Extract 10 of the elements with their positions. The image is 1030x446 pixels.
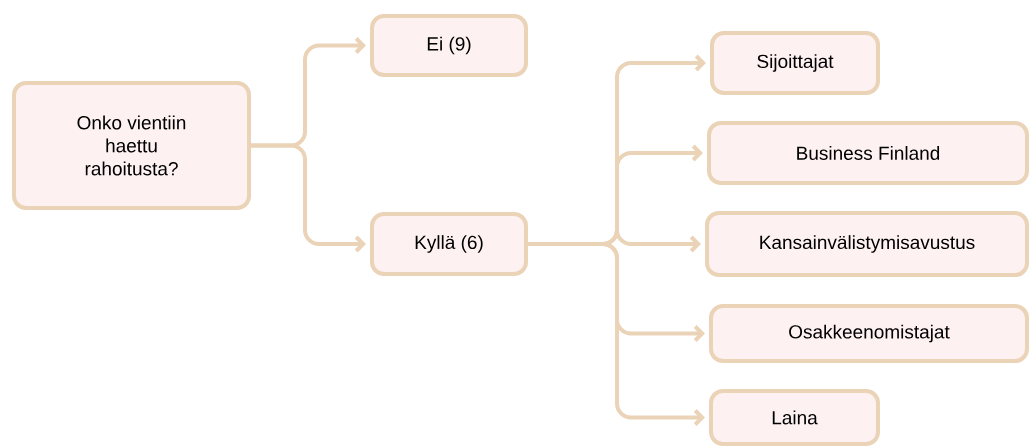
process-box: Business Finland	[707, 121, 1029, 185]
process-box: Kyllä (6)	[370, 212, 528, 276]
process-box: Onko vientiin haettu rahoitusta?	[12, 81, 251, 210]
arrow	[528, 242, 705, 426]
process-box: Ei (9)	[370, 14, 528, 77]
process-box: Laina	[709, 389, 880, 446]
process-box: Osakkeenomistajat	[709, 304, 1029, 363]
arrow	[251, 143, 366, 253]
process-box: Kansainvälistymisavustus	[705, 211, 1029, 277]
process-box: Sijoittajat	[710, 31, 880, 95]
